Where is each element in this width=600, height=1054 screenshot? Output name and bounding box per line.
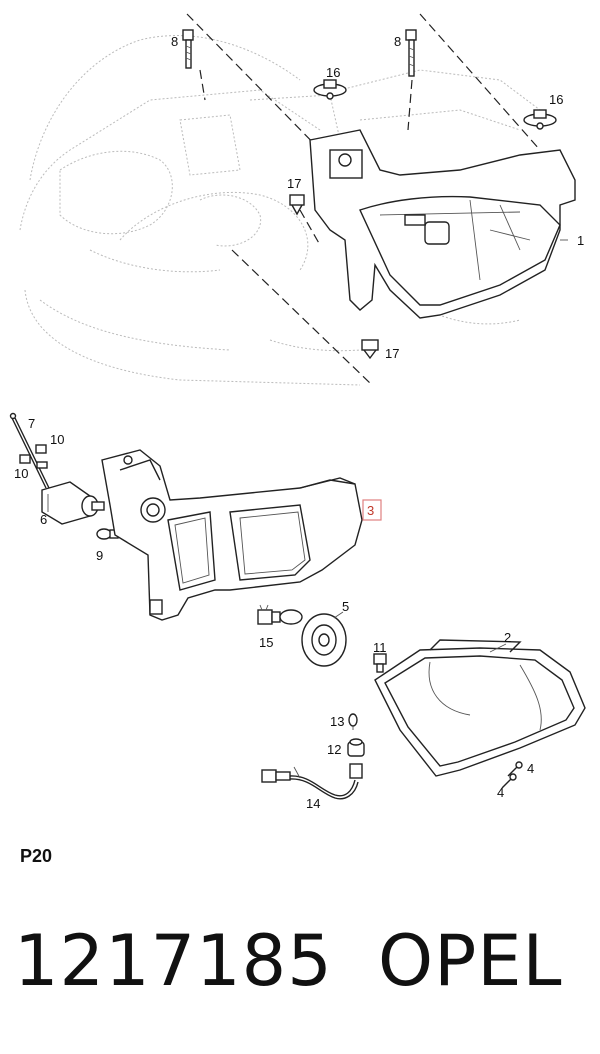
highlight-box-3 bbox=[362, 499, 382, 521]
section-code: P20 bbox=[20, 846, 53, 866]
small-bulb-9 bbox=[96, 528, 119, 540]
dust-cap-5 bbox=[301, 613, 347, 667]
bolt-8-right bbox=[405, 29, 417, 77]
callout-6: 6 bbox=[40, 512, 47, 527]
callout-13: 13 bbox=[330, 714, 344, 729]
callout-17-lower: 17 bbox=[385, 346, 399, 361]
leveling-motor-6 bbox=[41, 481, 105, 525]
bolt-8-left bbox=[182, 29, 194, 69]
part-number: 1217185 bbox=[14, 920, 333, 1002]
callout-1: 1 bbox=[577, 233, 584, 248]
screw-11 bbox=[373, 653, 387, 673]
headlamp-assembly-1 bbox=[309, 129, 576, 319]
callout-8-right: 8 bbox=[394, 34, 401, 49]
exploded-parts-diagram: 1 2 3 4 4 5 6 7 8 8 9 10 10 11 12 13 14 … bbox=[9, 13, 586, 811]
nut-10-a bbox=[35, 444, 47, 454]
callout-8-left: 8 bbox=[171, 34, 178, 49]
callout-5: 5 bbox=[342, 599, 349, 614]
headlamp-bulb-15 bbox=[257, 604, 303, 625]
wing-nut-16-right bbox=[523, 109, 557, 130]
adjuster-rod-7 bbox=[9, 412, 50, 489]
callout-12: 12 bbox=[327, 742, 341, 757]
wiring-harness-14 bbox=[261, 763, 363, 800]
nut-10-b bbox=[19, 454, 31, 464]
screw-4-b bbox=[501, 773, 517, 789]
bulb-13 bbox=[348, 713, 358, 730]
callout-16-left: 16 bbox=[326, 65, 340, 80]
callout-9: 9 bbox=[96, 548, 103, 563]
callout-14: 14 bbox=[306, 796, 320, 811]
callout-7: 7 bbox=[28, 416, 35, 431]
screw-4-a bbox=[507, 761, 523, 777]
brand-name: OPEL bbox=[378, 920, 563, 1002]
wing-nut-16-left bbox=[313, 79, 347, 100]
callout-11: 11 bbox=[373, 640, 387, 655]
callout-4-b: 4 bbox=[497, 785, 504, 800]
callout-labels: 1 2 3 4 4 5 6 7 8 8 9 10 10 11 12 13 14 … bbox=[14, 34, 584, 811]
clip-17-upper bbox=[289, 194, 305, 216]
callout-17-upper: 17 bbox=[287, 176, 301, 191]
callout-4-a: 4 bbox=[527, 761, 534, 776]
callout-10-b: 10 bbox=[14, 466, 28, 481]
clip-17-lower bbox=[361, 339, 379, 360]
assembly-lines-top bbox=[186, 13, 541, 386]
callout-10-a: 10 bbox=[50, 432, 64, 447]
callout-2: 2 bbox=[504, 630, 511, 645]
callout-15: 15 bbox=[259, 635, 273, 650]
socket-12 bbox=[347, 738, 365, 757]
callout-3: 3 bbox=[367, 503, 374, 518]
callout-16-right: 16 bbox=[549, 92, 563, 107]
housing-bracket-3 bbox=[101, 449, 363, 621]
leader-lines bbox=[293, 239, 568, 779]
headlamp-lens-2 bbox=[374, 639, 586, 777]
